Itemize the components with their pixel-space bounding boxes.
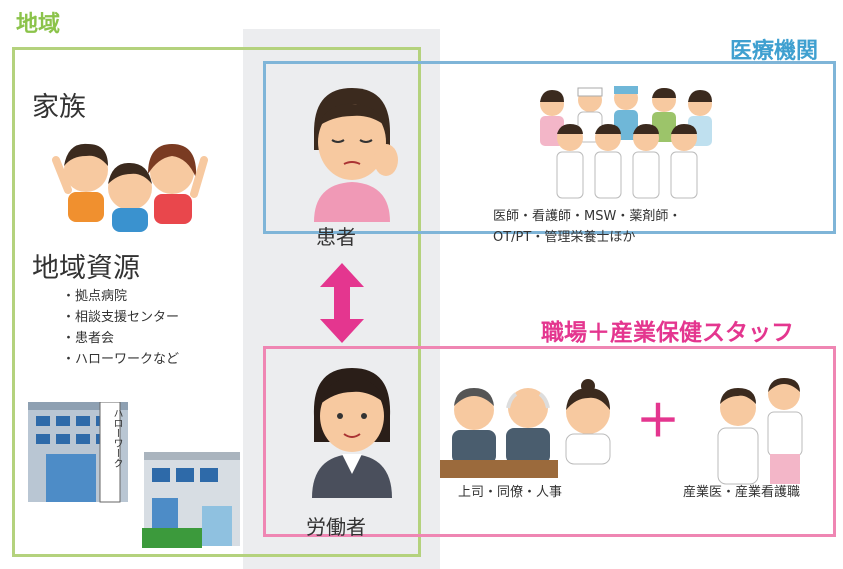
medical-staff-illustration — [528, 82, 724, 200]
patient-illustration — [292, 80, 408, 222]
medical-title: 医療機関 — [730, 39, 819, 64]
double-arrow-icon — [320, 263, 364, 343]
resource-item: 拠点病院 — [62, 286, 179, 307]
medical-box — [263, 61, 836, 234]
family-heading: 家族 — [32, 92, 86, 123]
resource-item: 相談支援センター — [62, 307, 179, 328]
resources-heading: 地域資源 — [32, 253, 140, 284]
medical-staff-line2: OT/PT・管理栄養士ほか — [493, 230, 636, 245]
coworkers-label: 上司・同僚・人事 — [458, 485, 563, 500]
workplace-box — [263, 346, 836, 537]
workplace-title: 職場＋産業保健スタッフ — [541, 320, 794, 346]
community-title: 地域 — [16, 12, 61, 37]
patient-label: 患者 — [316, 225, 356, 249]
occupational-staff-label: 産業医・産業看護職 — [683, 485, 801, 500]
hellowork-sign: ハローワーク — [111, 408, 122, 468]
plus-sign: ＋ — [636, 396, 680, 447]
resource-item: ハローワークなど — [62, 349, 179, 370]
occupational-staff-illustration — [706, 376, 810, 486]
buildings-illustration — [26, 402, 258, 548]
medical-staff-line1: 医師・看護師・MSW・薬剤師・ — [493, 209, 682, 224]
resources-list: 拠点病院 相談支援センター 患者会 ハローワークなど — [62, 286, 179, 370]
resource-item: 患者会 — [62, 328, 179, 349]
family-illustration — [48, 130, 214, 232]
community-box — [12, 47, 421, 557]
worker-label: 労働者 — [306, 515, 366, 539]
worker-illustration — [296, 356, 406, 498]
coworkers-illustration — [440, 378, 618, 478]
